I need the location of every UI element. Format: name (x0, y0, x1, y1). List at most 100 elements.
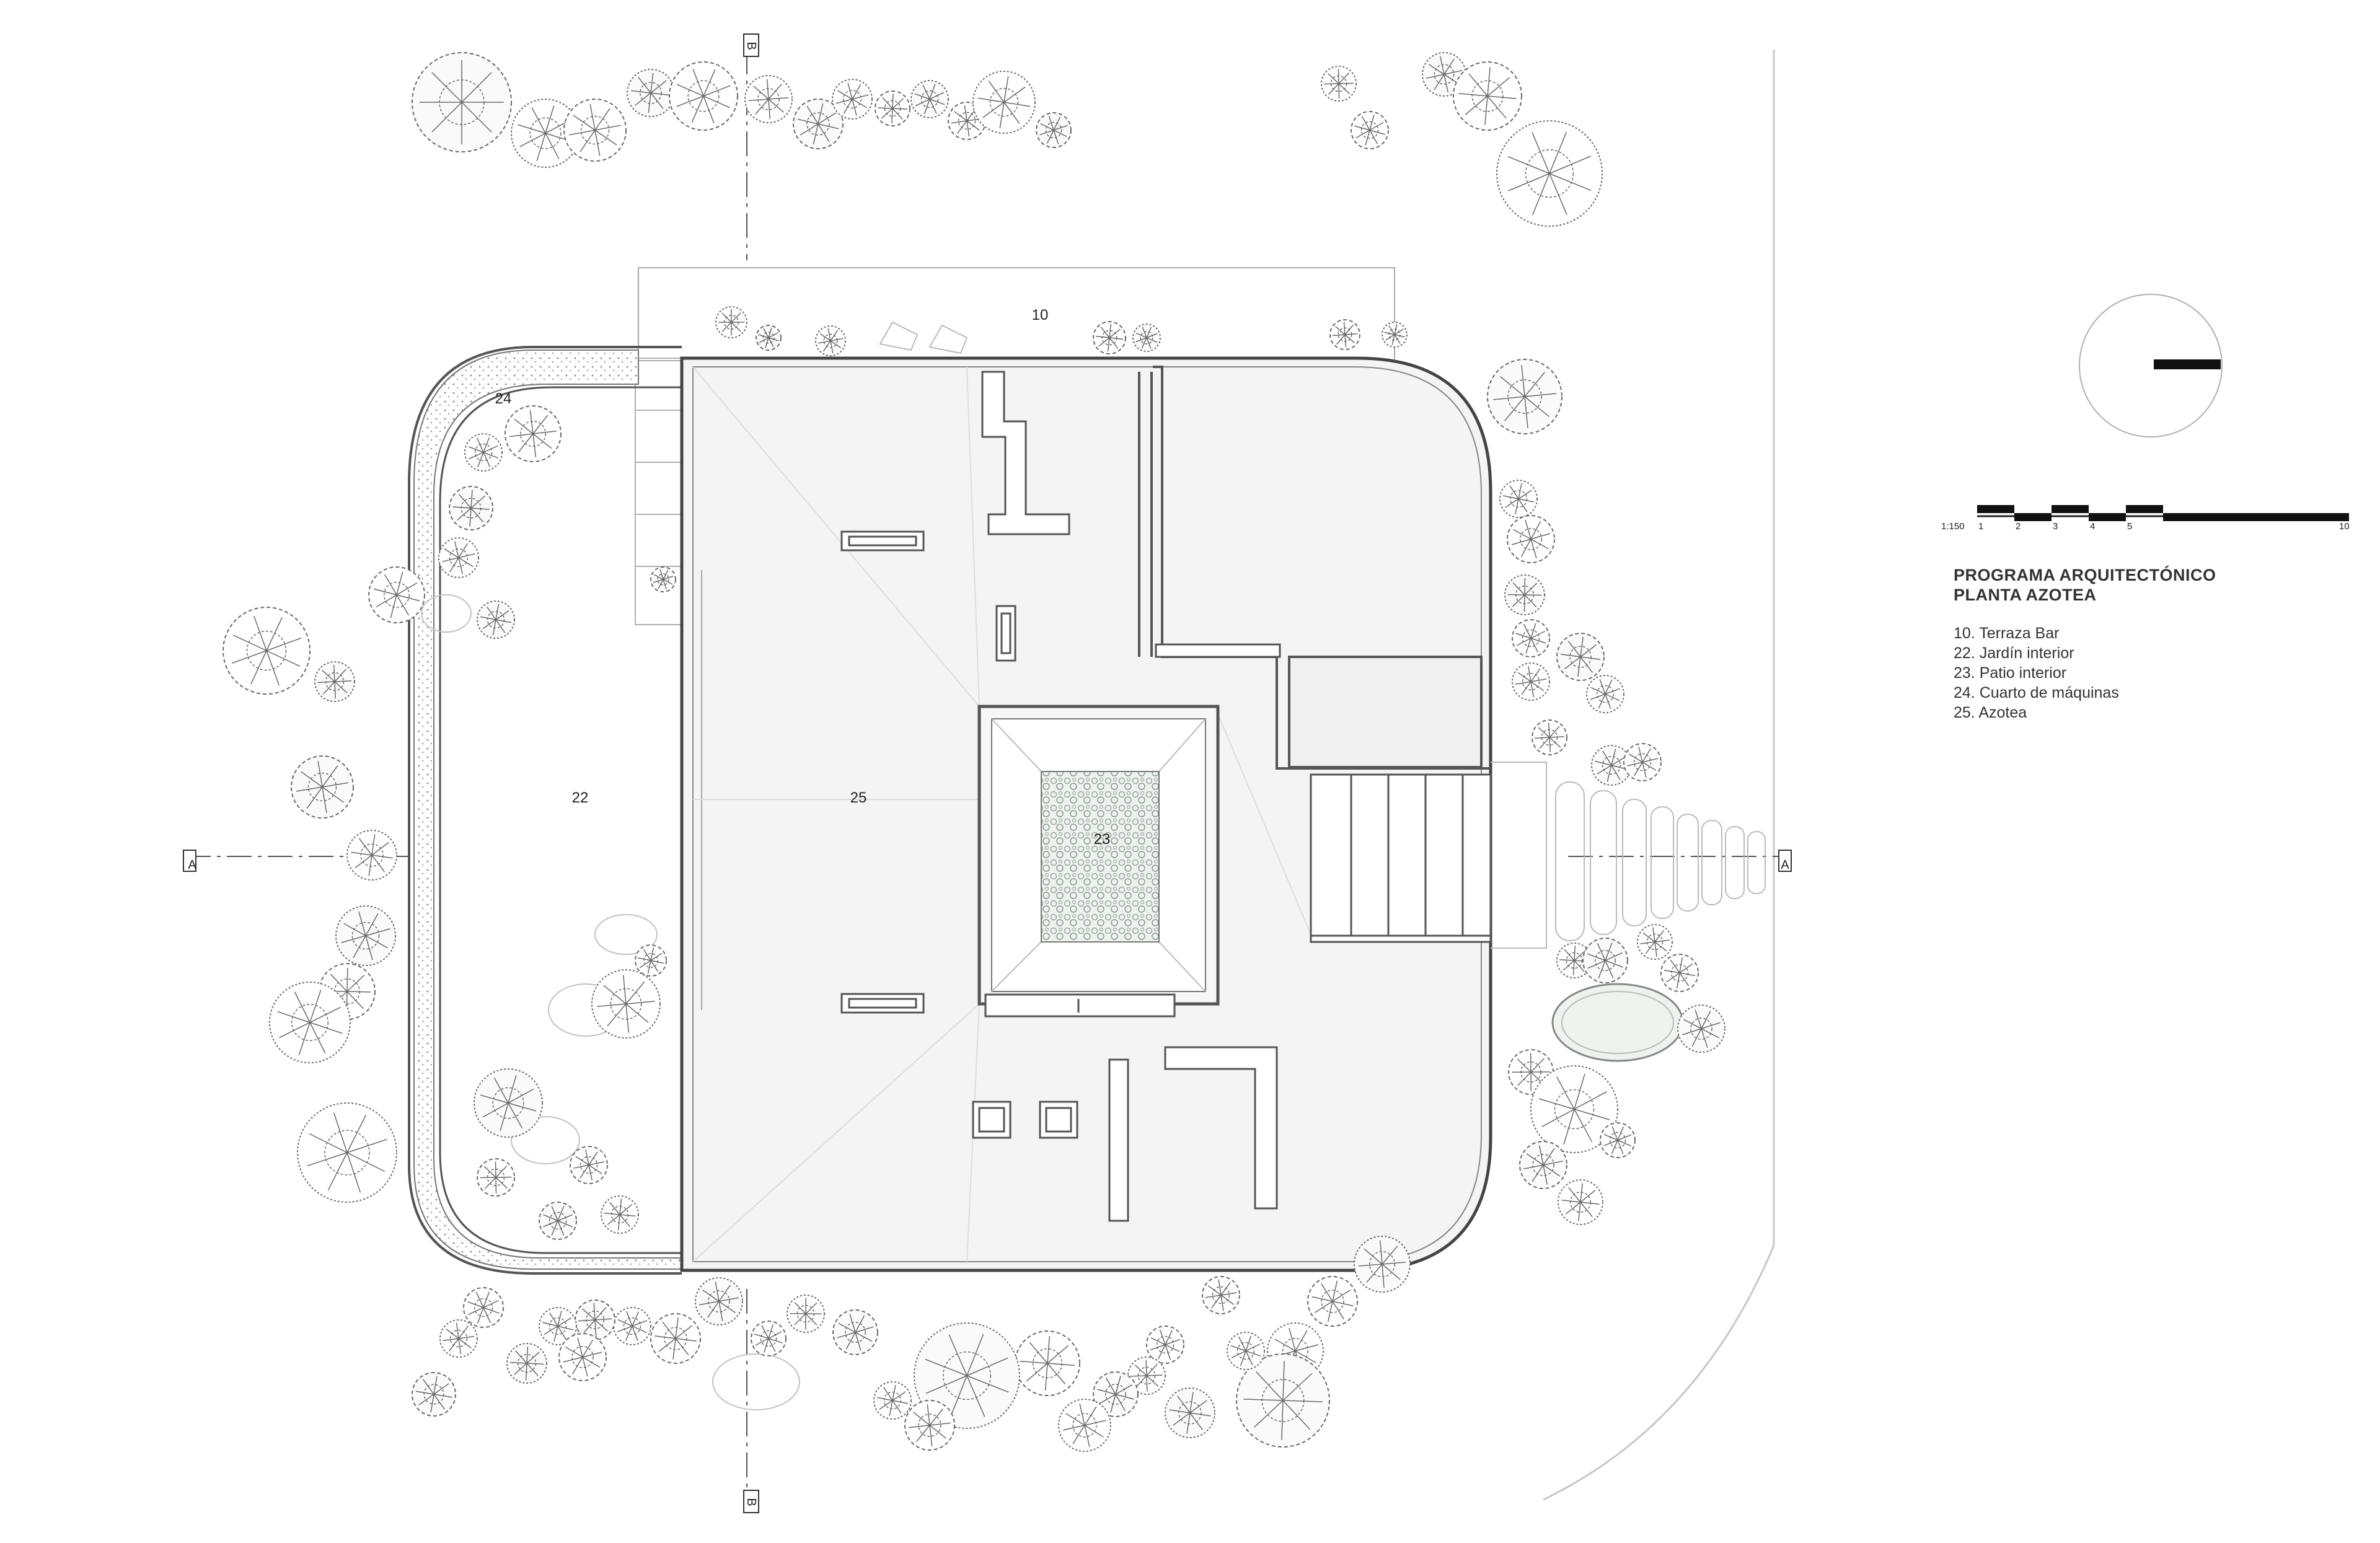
tree-symbol-icon (695, 1278, 743, 1325)
tree-symbol-icon (1505, 575, 1545, 615)
north-arrow-icon (2079, 294, 2222, 437)
garden-hatched-band (414, 350, 682, 1269)
tree-symbol-icon (539, 1202, 576, 1239)
tree-symbol-icon (1507, 516, 1554, 563)
tree-symbol-icon (651, 1314, 700, 1363)
label-machine-room: 24 (495, 390, 512, 407)
tree-symbol-icon (570, 1146, 607, 1184)
tree-symbol-icon (1227, 1332, 1264, 1369)
tree-symbol-icon (1308, 1277, 1357, 1326)
tree-symbol-icon (315, 662, 355, 701)
staircase (1311, 775, 1491, 942)
tree-symbol-icon (1202, 1277, 1240, 1314)
scale-bar (1977, 505, 2349, 521)
scale-ratio: 1:150 (1941, 521, 1965, 532)
tree-symbol-icon (564, 99, 626, 161)
tree-symbol-icon (1059, 1399, 1111, 1451)
tree-symbol-icon (369, 567, 425, 623)
section-label-a-right: A (1781, 858, 1789, 872)
tree-symbol-icon (1354, 1236, 1410, 1292)
terrace-furniture (880, 322, 967, 353)
legend-item: 23. Patio interior (1954, 663, 2276, 683)
tree-symbol-icon (592, 970, 660, 1038)
tree-symbol-icon (614, 1308, 651, 1345)
tree-symbol-icon (477, 601, 514, 638)
tree-symbol-icon (1093, 322, 1126, 354)
section-label-b-top: B (744, 42, 758, 50)
program-legend: PROGRAMA ARQUITECTÓNICO PLANTA AZOTEA 10… (1954, 565, 2276, 723)
site-boundary (1543, 50, 1774, 1500)
tree-symbol-icon (756, 325, 781, 350)
tree-symbol-icon (440, 1320, 477, 1357)
tree-symbol-icon (439, 538, 478, 578)
tree-symbol-icon (635, 945, 666, 976)
tree-symbol-icon (1133, 324, 1160, 351)
tree-symbol-icon (505, 406, 561, 462)
patio-pebble-area (1041, 772, 1159, 942)
tree-symbol-icon (1330, 320, 1360, 349)
legend-item: 22. Jardín interior (1954, 643, 2276, 663)
legend-item: 10. Terraza Bar (1954, 623, 2276, 643)
terrace-bar-outline (638, 268, 1395, 361)
tree-symbol-icon (1351, 112, 1388, 149)
label-terrace-bar: 10 (1032, 307, 1049, 323)
scale-tick-5: 5 (2127, 521, 2132, 532)
tree-symbol-icon (816, 326, 845, 356)
tree-symbol-icon (627, 69, 674, 116)
tree-symbol-icon (1678, 1005, 1725, 1052)
tree-symbol-icon (1453, 62, 1522, 130)
tree-symbol-icon (1512, 620, 1549, 657)
scale-tick-2: 2 (2016, 521, 2021, 532)
legend-list: 10. Terraza Bar 22. Jardín interior 23. … (1954, 623, 2276, 723)
legend-title-line1: PROGRAMA ARQUITECTÓNICO (1954, 565, 2276, 585)
tree-symbol-icon (507, 1343, 547, 1383)
tree-symbol-icon (832, 79, 872, 119)
tree-symbol-icon (298, 1103, 397, 1202)
label-interior-patio: 23 (1094, 831, 1111, 848)
tree-symbol-icon (1557, 633, 1604, 680)
tree-symbol-icon (1600, 1123, 1635, 1158)
tree-symbol-icon (1512, 663, 1549, 700)
exterior-pool (1553, 984, 1683, 1061)
tree-symbol-icon (874, 1382, 911, 1419)
garden-outer-wall (409, 347, 682, 1273)
scale-tick-3: 3 (2053, 521, 2058, 532)
tree-symbol-icon (1661, 954, 1698, 991)
tree-symbol-icon (464, 1288, 503, 1327)
tree-symbol-icon (412, 1373, 456, 1416)
tree-symbol-icon (1015, 1331, 1080, 1396)
tree-symbol-icon (1587, 675, 1624, 713)
tree-symbol-icon (270, 982, 350, 1063)
tree-symbol-icon (651, 567, 676, 592)
tree-symbol-icon (669, 62, 738, 130)
section-label-a-left: A (188, 858, 196, 872)
tree-symbol-icon (412, 53, 511, 152)
tree-symbol-icon (1488, 359, 1562, 434)
legend-item: 24. Cuarto de máquinas (1954, 683, 2276, 703)
tree-symbol-icon (291, 756, 353, 818)
stair-exterior-outline (1491, 762, 1546, 948)
stepping-stones (1556, 782, 1765, 941)
tree-symbol-icon (1532, 720, 1567, 755)
tree-symbol-icon (716, 307, 747, 338)
tree-symbol-icon (1321, 66, 1356, 101)
tree-symbol-icon (474, 1069, 542, 1137)
tree-symbol-icon (911, 81, 948, 118)
tree-symbol-icon (347, 830, 397, 880)
label-interior-garden: 22 (572, 789, 589, 806)
tree-symbol-icon (223, 607, 310, 694)
tree-symbol-icon (1583, 938, 1628, 983)
tree-symbol-icon (559, 1334, 606, 1381)
tree-symbol-icon (1165, 1388, 1215, 1438)
tree-symbol-icon (465, 434, 502, 471)
scale-tick-10: 10 (2339, 521, 2350, 532)
tree-symbol-icon (1036, 113, 1071, 147)
tree-symbol-icon (973, 71, 1035, 133)
tree-symbol-icon (1558, 1180, 1603, 1224)
scale-tick-4: 4 (2090, 521, 2095, 532)
tree-symbol-icon (449, 486, 493, 530)
tree-symbol-icon (1624, 744, 1661, 781)
tree-symbol-icon (833, 1310, 878, 1355)
